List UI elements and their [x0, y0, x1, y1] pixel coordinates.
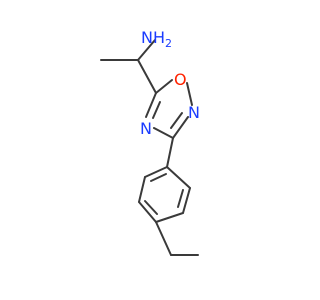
ring-nitrogen-2-label: N	[188, 103, 200, 122]
bond-oxadiazole-phenyl	[166, 137, 174, 168]
bond-phenyl-3-4	[138, 201, 157, 223]
bond-n2-c3-double-inner	[170, 112, 183, 129]
bond-phenyl-6-1	[166, 166, 191, 189]
bond-phenyl-aromatic-inner-a	[150, 173, 167, 182]
bond-phenyl-2-3	[138, 176, 146, 203]
bond-chiral-carbon-ring	[137, 59, 157, 94]
bond-n4-c5-double-inner	[152, 101, 161, 119]
bond-n4-c5-double	[145, 92, 157, 118]
ring-nitrogen-4-label: N	[140, 119, 152, 138]
bond-chiral-carbon-amine	[137, 39, 156, 61]
amine-subscript: 2	[165, 37, 172, 50]
molecule-structure-diagram: NH2 O N N	[100, 28, 200, 256]
amine-nitrogen-label: NH2	[141, 28, 172, 50]
ring-oxygen-label: O	[174, 70, 187, 89]
bond-c3-n4	[153, 127, 174, 139]
bond-phenyl-aromatic-inner-c	[177, 189, 184, 208]
bond-c5-o1	[155, 79, 173, 94]
bond-phenyl-ethyl-ch2	[155, 221, 172, 256]
bond-phenyl-4-5	[155, 212, 184, 223]
bond-phenyl-5-6	[182, 187, 191, 214]
bond-n2-c3-double	[172, 116, 189, 139]
amine-nh-text: NH	[141, 28, 165, 47]
bond-o1-n2	[186, 82, 193, 106]
bond-phenyl-1-2	[144, 166, 168, 178]
bond-phenyl-aromatic-inner-b	[144, 200, 158, 215]
